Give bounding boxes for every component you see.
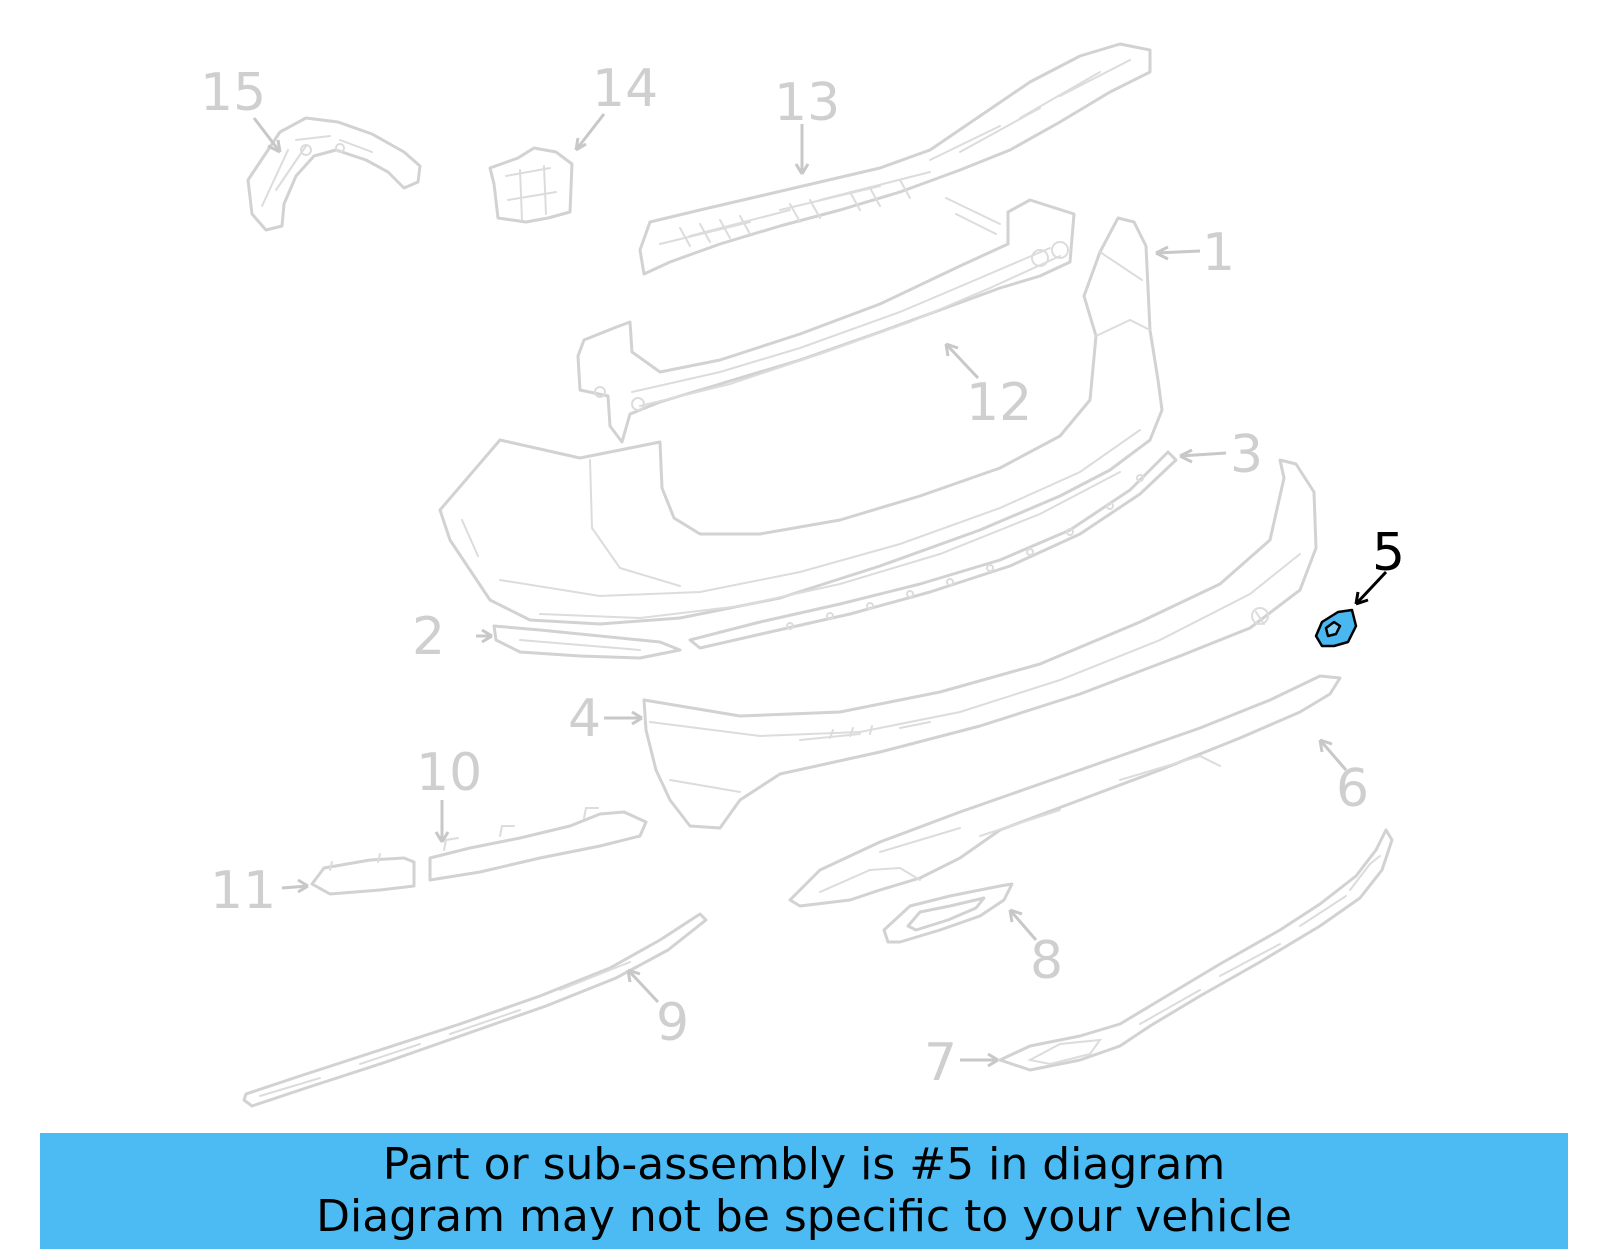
callout-4: 4 xyxy=(568,689,601,749)
callout-leaders xyxy=(252,113,1388,1068)
reflector-2 xyxy=(492,624,682,660)
callout-numbers: 1 2 3 4 6 7 8 9 10 11 12 13 14 15 5 xyxy=(200,59,1405,1093)
banner-line-1: Part or sub-assembly is #5 in diagram xyxy=(382,1139,1226,1190)
part-5-highlighted xyxy=(1314,608,1358,648)
callout-14: 14 xyxy=(592,59,658,119)
callout-12: 12 xyxy=(966,373,1032,433)
bracket-14 xyxy=(488,146,574,224)
banner-line-2: Diagram may not be specific to your vehi… xyxy=(316,1191,1292,1242)
lower-valance-7 xyxy=(998,828,1394,1072)
energy-absorber-13 xyxy=(638,42,1152,276)
callout-6: 6 xyxy=(1336,759,1369,819)
callout-5-highlighted: 5 xyxy=(1372,523,1405,583)
callout-8: 8 xyxy=(1030,931,1063,991)
callout-2: 2 xyxy=(412,607,445,667)
molding-9 xyxy=(242,912,708,1108)
parts-diagram: 1 2 3 4 6 7 8 9 10 11 12 13 14 15 5 xyxy=(200,42,1405,1108)
callout-7: 7 xyxy=(924,1033,957,1093)
callout-15: 15 xyxy=(200,63,266,123)
bracket-3 xyxy=(688,450,1178,650)
callout-13: 13 xyxy=(774,73,840,133)
callout-9: 9 xyxy=(656,993,689,1053)
callout-10: 10 xyxy=(416,743,482,803)
trim-8 xyxy=(882,882,1014,944)
info-banner: Part or sub-assembly is #5 in diagram Di… xyxy=(40,1133,1568,1249)
callout-1: 1 xyxy=(1202,223,1235,283)
lower-fascia-4 xyxy=(642,458,1318,830)
reinforcement-bar-12 xyxy=(576,197,1076,444)
diffuser-6 xyxy=(788,674,1342,908)
bumper-cover-1 xyxy=(438,216,1164,626)
garnish-10 xyxy=(428,807,648,882)
bracket-15 xyxy=(246,116,422,232)
callout-3: 3 xyxy=(1230,425,1263,485)
garnish-11 xyxy=(310,853,416,896)
callout-11: 11 xyxy=(210,861,276,921)
